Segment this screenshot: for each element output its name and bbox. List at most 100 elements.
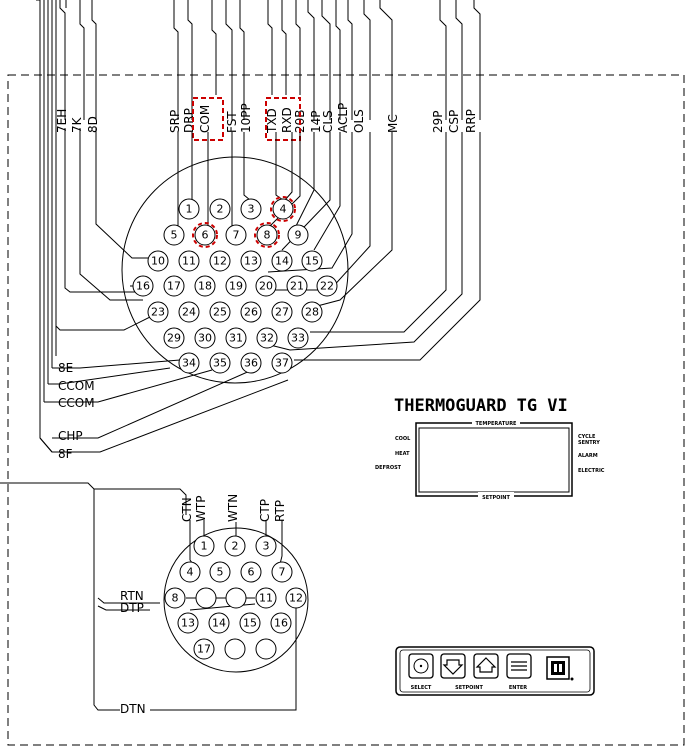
top-pin-9 (287, 224, 309, 246)
indicator-alarm: ALARM (578, 453, 598, 459)
top-label-7eh: 7EH (55, 109, 69, 133)
top-pin-16-number: 16 (136, 280, 150, 293)
indicator-cycle: CYCLE (578, 434, 596, 440)
indicator-electric: ELECTRIC (578, 468, 605, 474)
bottom-pin-17 (193, 638, 215, 660)
top-pin-21 (286, 275, 308, 297)
bottom-pin-7-number: 7 (279, 566, 286, 579)
bottom-side-label-dtp: DTP (120, 601, 144, 615)
txd-rxd-highlight-box (265, 97, 301, 141)
bottom-connector-shell (163, 527, 309, 673)
top-pin-7 (225, 224, 247, 246)
top-pin-13-number: 13 (244, 255, 258, 268)
top-pin-10 (147, 250, 169, 272)
bottom-label-wtn: WTN (226, 494, 240, 522)
display-bottom-label: SETPOINT (482, 495, 510, 501)
bottom-label-rtp: RTP (273, 500, 287, 522)
top-pin-15 (301, 250, 323, 272)
bottom-pin-5-number: 5 (217, 566, 224, 579)
bottom-pin-16-number: 16 (274, 617, 288, 630)
menu-button[interactable] (546, 656, 574, 681)
top-pin-22-number: 22 (320, 280, 334, 293)
select-button[interactable] (408, 653, 434, 679)
top-pin-11-number: 11 (182, 255, 196, 268)
bottom-pin-1 (193, 535, 215, 557)
bottom-side-label-dtn: DTN (120, 702, 146, 716)
bottom-pin-12-number: 12 (289, 592, 303, 605)
bottom-pin-empty-0 (195, 587, 217, 609)
top-pin-8-number: 8 (264, 229, 271, 242)
down-button[interactable] (440, 653, 466, 679)
top-pin-37-number: 37 (275, 357, 289, 370)
top-pin-14 (271, 250, 293, 272)
bottom-pin-empty-1 (225, 587, 247, 609)
top-label-8d: 8D (86, 116, 100, 133)
top-pin-33-number: 33 (291, 332, 305, 345)
top-label-rxd: RXD (280, 107, 294, 133)
top-pin-6 (194, 224, 216, 246)
display-window (415, 422, 573, 497)
top-pin-37 (271, 352, 293, 374)
enclosure-border (7, 74, 685, 746)
enter-icon (511, 661, 527, 671)
top-label-14p: 14P (309, 110, 323, 133)
bottom-pin-2-number: 2 (232, 540, 239, 553)
top-side-label-8e-0: 8E (58, 361, 73, 375)
bottom-pin-12 (285, 587, 307, 609)
bottom-label-ctp: CTP (258, 499, 272, 522)
top-side-label-chp-3: CHP (58, 429, 83, 443)
top-label-cls: CLS (321, 110, 335, 133)
top-side-label-ccom-1: CCOM (58, 379, 95, 393)
bottom-pin-11-number: 11 (259, 592, 273, 605)
bottom-pin-6-number: 6 (248, 566, 255, 579)
top-label-rrp: RRP (464, 109, 478, 133)
top-pin-27 (271, 301, 293, 323)
top-pin-11 (178, 250, 200, 272)
display-top-label: TEMPERATURE (476, 421, 518, 427)
top-pin-29-number: 29 (167, 332, 181, 345)
bottom-pin-2 (224, 535, 246, 557)
bottom-pin-8-number: 8 (172, 592, 179, 605)
top-pin-25 (209, 301, 231, 323)
top-pin-23-number: 23 (151, 306, 165, 319)
top-pin-21-number: 21 (290, 280, 304, 293)
top-pin-36-number: 36 (244, 357, 258, 370)
top-pin-4 (272, 198, 294, 220)
bottom-pin-4 (179, 561, 201, 583)
enter-button[interactable] (506, 653, 532, 679)
top-pin-18-number: 18 (198, 280, 212, 293)
top-pin-1 (178, 198, 200, 220)
top-label-fst: FST (225, 111, 239, 133)
keypad-inner (399, 649, 591, 693)
up-button[interactable] (473, 653, 499, 679)
top-pin-6-highlight (192, 222, 218, 248)
top-label-txd: TXD (265, 108, 279, 134)
setpoint-label: SETPOINT (455, 685, 483, 691)
display-bottom-label-bg (478, 492, 514, 500)
top-pin-14-number: 14 (275, 255, 289, 268)
bottom-pin-14 (208, 612, 230, 634)
top-wire-bundle (36, 0, 481, 453)
top-pin-31-number: 31 (229, 332, 243, 345)
top-pin-10-number: 10 (151, 255, 165, 268)
top-pin-4-number: 4 (280, 203, 287, 216)
top-pin-33 (287, 327, 309, 349)
top-pin-35-number: 35 (213, 357, 227, 370)
bottom-pin-7 (271, 561, 293, 583)
bottom-pin-6 (240, 561, 262, 583)
bottom-pin-5 (209, 561, 231, 583)
bottom-pin-4-number: 4 (187, 566, 194, 579)
indicator-heat: HEAT (395, 451, 410, 457)
top-label-7k: 7K (70, 116, 84, 133)
top-pin-6-number: 6 (202, 229, 209, 242)
top-pin-3 (240, 198, 262, 220)
top-label-ols: OLS (352, 109, 366, 133)
top-pin-34 (178, 352, 200, 374)
indicator-defrost: DEFROST (375, 465, 402, 471)
bottom-pin-empty-2 (224, 638, 246, 660)
top-label-10pp: 10PP (239, 103, 253, 133)
top-pin-28 (301, 301, 323, 323)
top-side-label-8f-4: 8F (58, 447, 73, 461)
bottom-pin-16 (270, 612, 292, 634)
